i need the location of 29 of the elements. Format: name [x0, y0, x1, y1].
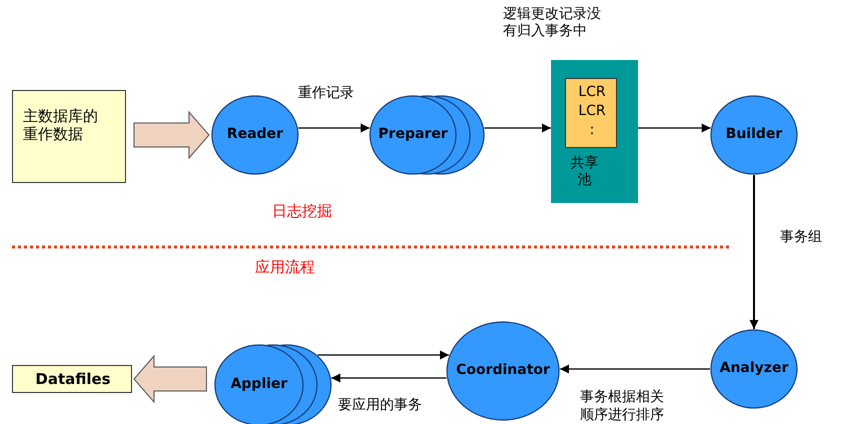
- node-label: Reader: [226, 126, 284, 143]
- block-arrow: [133, 354, 207, 404]
- node-label: LCR LCR :: [577, 83, 607, 140]
- arrow: [484, 124, 551, 132]
- shared-pool-box: [551, 60, 638, 203]
- arrow: [560, 364, 710, 374]
- process-ellipse: [211, 95, 299, 175]
- arrow: [638, 124, 711, 132]
- process-ellipse: [710, 95, 798, 175]
- node-label: 共享池: [569, 155, 600, 189]
- node-label: 主数据库的重作数据: [23, 107, 99, 143]
- lcr-box: [565, 78, 617, 148]
- process-ellipse: [446, 321, 560, 421]
- arrow: [331, 374, 447, 382]
- arrow: [750, 175, 758, 329]
- stacked-process-ellipses: [369, 95, 485, 175]
- block-arrow: [134, 110, 210, 160]
- node-label: Preparer: [377, 126, 449, 143]
- output-box: [12, 365, 132, 393]
- arrow: [318, 350, 449, 360]
- process-ellipse: [710, 329, 798, 409]
- node-label: Coordinator: [455, 362, 551, 379]
- source-box: [12, 90, 126, 183]
- node-label: Datafiles: [34, 370, 112, 388]
- node-label: Analyzer: [718, 360, 790, 377]
- node-label: Applier: [230, 376, 288, 393]
- node-label: Builder: [724, 126, 784, 143]
- stacked-process-ellipses: [214, 344, 332, 424]
- arrow: [298, 124, 370, 132]
